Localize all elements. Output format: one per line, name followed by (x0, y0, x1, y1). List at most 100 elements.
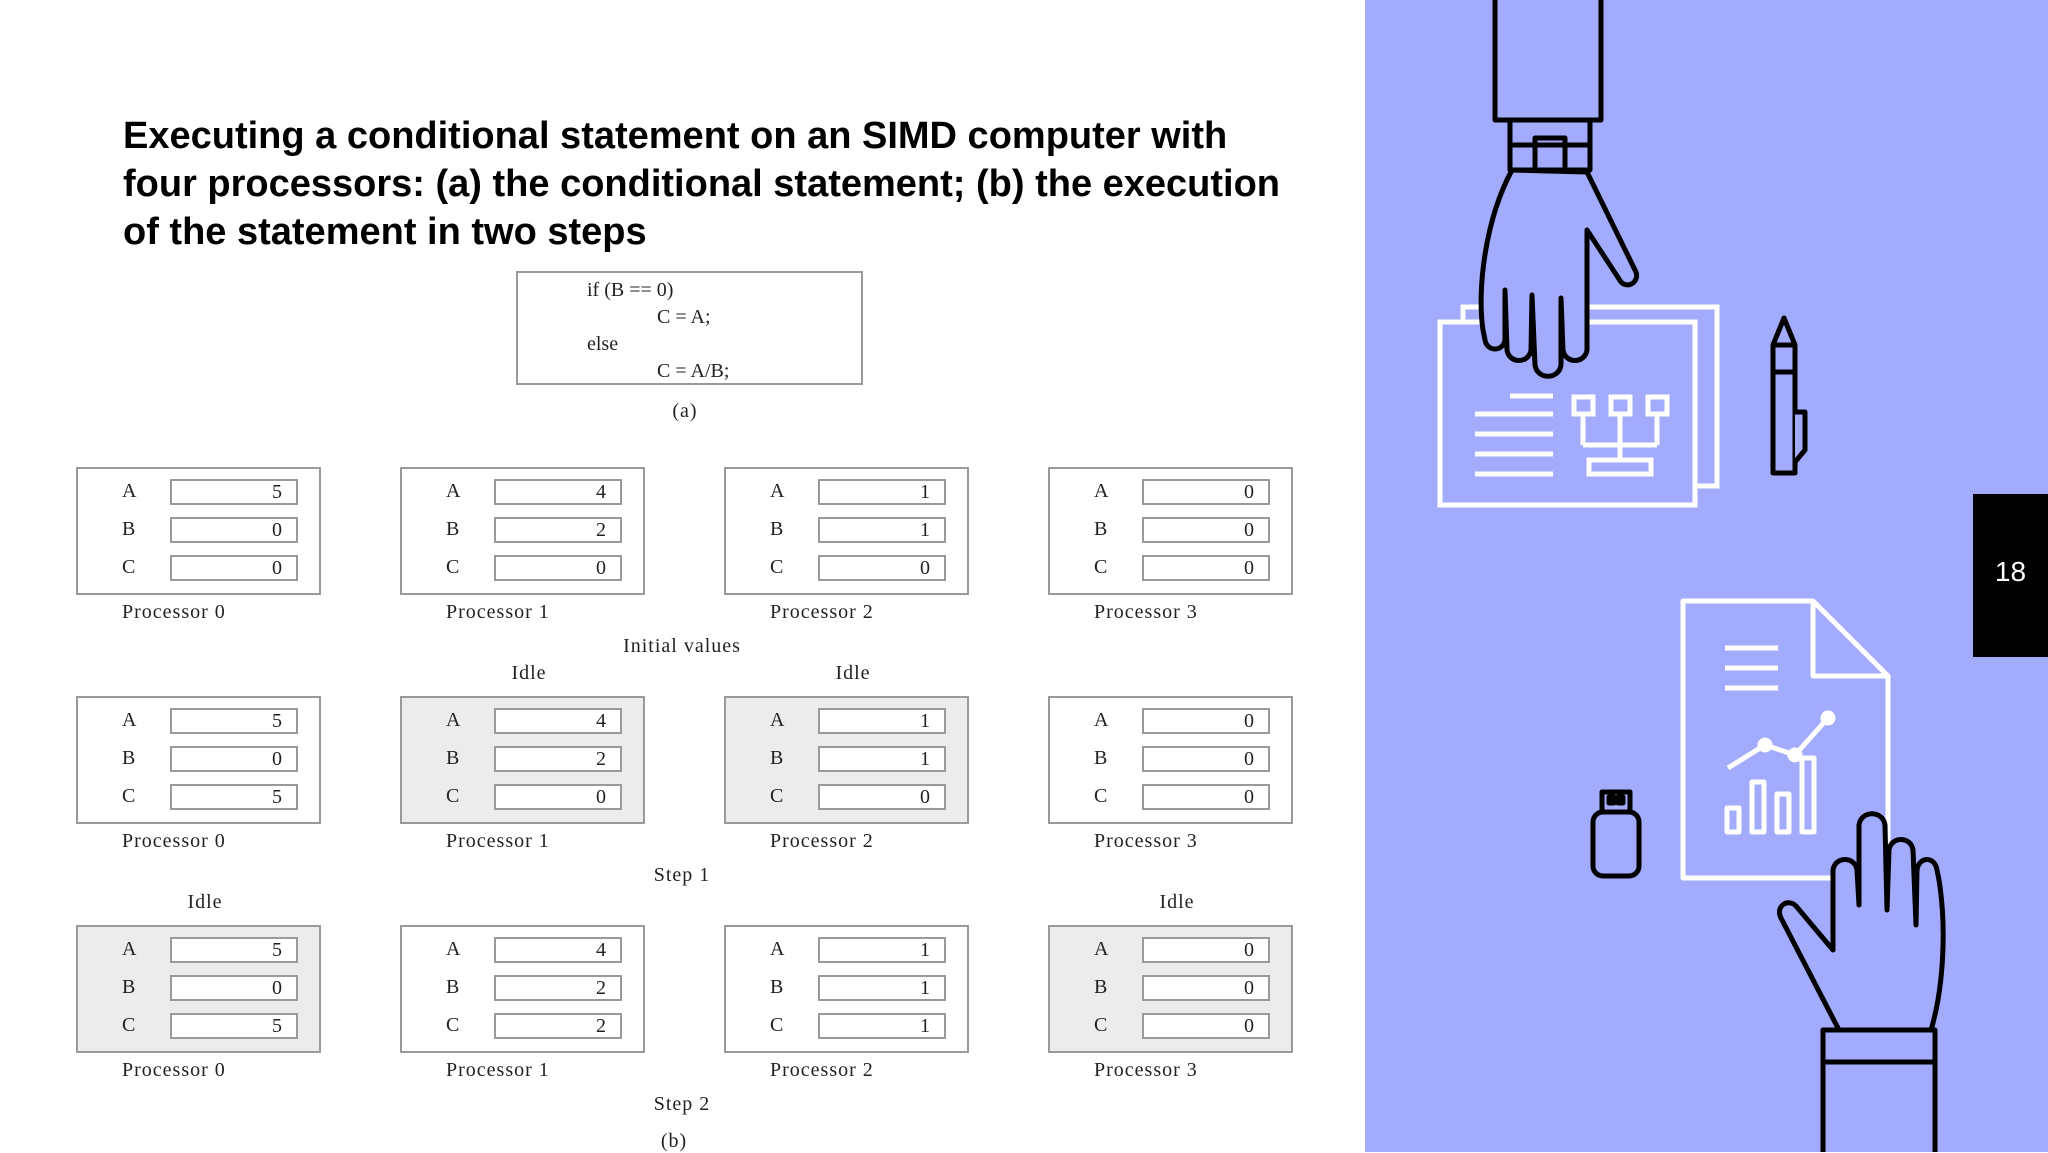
hand-bottom-icon (1777, 811, 1946, 1152)
register-name: C (1094, 556, 1109, 578)
register-name: B (1094, 976, 1109, 998)
register-value: 1 (818, 517, 946, 543)
register-name: B (122, 976, 137, 998)
pen-icon (1770, 315, 1808, 476)
register-value: 0 (1142, 708, 1270, 734)
processor-label: Processor 3 (1094, 601, 1198, 623)
register-value: 5 (170, 937, 298, 963)
usb-drive-icon (1590, 789, 1642, 879)
register-value: 4 (494, 708, 622, 734)
register-value: 5 (170, 784, 298, 810)
register-name: B (770, 747, 785, 769)
code-line-if: if (B == 0) (587, 279, 674, 301)
register-value: 1 (818, 1013, 946, 1039)
idle-label: Idle (187, 891, 223, 913)
register-name: A (446, 938, 462, 960)
hand-top-icon (1478, 0, 1639, 379)
register-value: 0 (1142, 975, 1270, 1001)
idle-label: Idle (1159, 891, 1195, 913)
register-value: 2 (494, 1013, 622, 1039)
idle-label: Idle (511, 662, 547, 684)
register-value: 1 (818, 746, 946, 772)
register-name: B (770, 518, 785, 540)
caption-b: (b) (660, 1130, 688, 1152)
processor-label: Processor 3 (1094, 1059, 1198, 1081)
code-line-then: C = A; (657, 306, 711, 328)
register-value: 5 (170, 479, 298, 505)
register-name: A (446, 709, 462, 731)
register-value: 0 (170, 975, 298, 1001)
illustration (1437, 0, 1946, 1152)
register-name: B (770, 976, 785, 998)
register-name: B (446, 976, 461, 998)
group-caption-step-2: Step 2 (653, 1093, 711, 1115)
register-name: B (446, 747, 461, 769)
register-name: C (1094, 785, 1109, 807)
register-name: C (446, 556, 461, 578)
register-value: 0 (170, 555, 298, 581)
register-name: C (122, 785, 137, 807)
register-name: B (1094, 747, 1109, 769)
register-value: 4 (494, 937, 622, 963)
processor-label: Processor 0 (122, 1059, 226, 1081)
register-value: 5 (170, 708, 298, 734)
register-name: A (446, 480, 462, 502)
register-value: 0 (1142, 746, 1270, 772)
register-value: 4 (494, 479, 622, 505)
idle-label: Idle (835, 662, 871, 684)
register-name: C (1094, 1014, 1109, 1036)
register-name: A (770, 938, 786, 960)
group-caption-initial: Initial values (623, 635, 741, 657)
register-name: A (770, 480, 786, 502)
register-value: 0 (1142, 555, 1270, 581)
register-name: B (446, 518, 461, 540)
register-value: 1 (818, 479, 946, 505)
register-value: 0 (1142, 784, 1270, 810)
processor-label: Processor 1 (446, 830, 550, 852)
register-value: 1 (818, 975, 946, 1001)
register-name: C (446, 785, 461, 807)
processor-label: Processor 3 (1094, 830, 1198, 852)
register-name: C (770, 556, 785, 578)
register-name: A (122, 480, 138, 502)
register-value: 0 (1142, 937, 1270, 963)
page-number-tab (1973, 494, 2048, 657)
register-name: A (1094, 938, 1110, 960)
register-value: 5 (170, 1013, 298, 1039)
register-value: 1 (818, 937, 946, 963)
register-value: 0 (494, 784, 622, 810)
processor-label: Processor 0 (122, 830, 226, 852)
register-value: 0 (1142, 1013, 1270, 1039)
register-name: B (122, 747, 137, 769)
register-value: 2 (494, 517, 622, 543)
register-value: 0 (494, 555, 622, 581)
processor-label: Processor 2 (770, 601, 874, 623)
register-name: B (122, 518, 137, 540)
register-name: C (770, 1014, 785, 1036)
